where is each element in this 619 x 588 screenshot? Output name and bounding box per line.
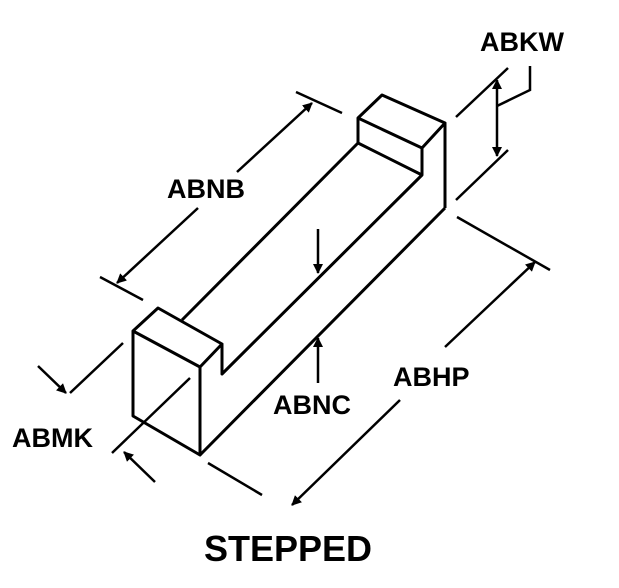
label-abkw: ABKW: [480, 27, 564, 57]
label-abnb: ABNB: [167, 174, 245, 204]
dimension-lines: [37, 66, 551, 506]
label-abhp: ABHP: [393, 362, 470, 392]
diagram-title: STEPPED: [204, 528, 373, 569]
label-abmk: ABMK: [12, 423, 93, 453]
label-abnc: ABNC: [273, 390, 351, 420]
stepped-part: [131, 93, 447, 457]
